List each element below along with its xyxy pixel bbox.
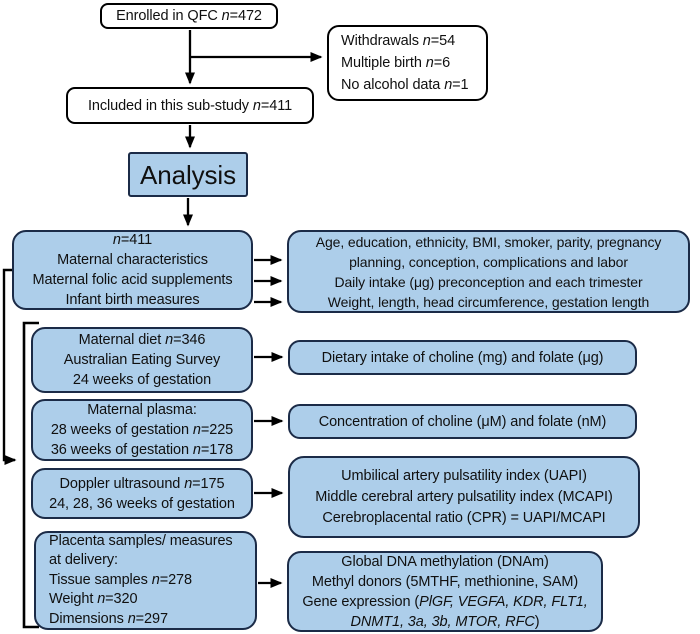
placenta-outcomes-box: Global DNA methylation (DNAm) Methyl dono… [287, 551, 603, 632]
box-text-line: planning, conception, complications and … [349, 253, 628, 270]
box-text-line: Multiple birth n=6 [341, 55, 451, 71]
box-text-line: Maternal characteristics [57, 252, 208, 268]
box-text-line: 36 weeks of gestation n=178 [50, 442, 234, 458]
box-text-line: Enrolled in QFC n=472 [116, 8, 262, 24]
box-text-line: Age, education, ethnicity, BMI, smoker, … [315, 233, 662, 250]
maternal-plasma-box: Maternal plasma: 28 weeks of gestation n=… [31, 399, 253, 461]
placenta-samples-box: Placenta samples/ measures at delivery: Ti… [34, 531, 257, 630]
box-text-line: Middle cerebral artery pulsatility index… [315, 488, 613, 505]
box-text-line: No alcohol data n=1 [341, 77, 469, 93]
box-text-line: 24 weeks of gestation [72, 372, 212, 388]
box-text-line: Cerebroplacental ratio (CPR) = UAPI/MCAP… [322, 509, 606, 526]
covariates-outcomes-box: Age, education, ethnicity, BMI, smoker, … [287, 230, 690, 313]
included-box: Included in this sub-study n=411 [66, 87, 314, 124]
analysis-box: Analysis [128, 152, 248, 197]
box-text-line: Maternal folic acid supplements [32, 272, 233, 288]
plasma-concentration-box: Concentration of choline (μM) and folate… [288, 404, 637, 439]
box-text-line: Weight, length, head circumference, gest… [327, 293, 650, 310]
box-text-line: Infant birth measures [65, 292, 200, 308]
doppler-ultrasound-box: Doppler ultrasound n=175 24, 28, 36 weeks… [31, 468, 253, 519]
doppler-indices-box: Umbilical artery pulsatility index (UAPI… [288, 456, 640, 538]
box-text-line: Doppler ultrasound n=175 [59, 475, 225, 492]
box-text-line: Maternal diet n=346 [78, 332, 206, 348]
box-text-line: Methyl donors (5MTHF, methionine, SAM) [311, 573, 579, 590]
box-text-line: Dimensions n=297 [49, 610, 168, 627]
box-text-line: 24, 28, 36 weeks of gestation [49, 495, 235, 512]
box-text-line: Included in this sub-study n=411 [87, 97, 293, 114]
box-text-line: Maternal plasma: [87, 402, 197, 418]
dietary-intake-box: Dietary intake of choline (mg) and folat… [288, 340, 637, 375]
box-text-line: Withdrawals n=54 [341, 33, 456, 49]
analysis-label: Analysis [139, 159, 236, 190]
box-text-line: n=411 [112, 232, 153, 248]
box-text-line: Concentration of choline (μM) and folate… [318, 413, 607, 430]
enrolled-box: Enrolled in QFC n=472 [100, 3, 278, 29]
box-text-line: DNMT1, 3a, 3b, MTOR, RFC) [350, 613, 540, 630]
box-text-line: Dietary intake of choline (mg) and folat… [321, 349, 604, 366]
box-text-line: Tissue samples n=278 [49, 571, 192, 588]
box-text-line: at delivery: [49, 552, 118, 569]
box-text-line: Daily intake (μg) preconception and each… [334, 273, 643, 290]
box-text-line: 28 weeks of gestation n=225 [50, 422, 234, 438]
box-text-line: Australian Eating Survey [63, 352, 221, 368]
box-text-line: Umbilical artery pulsatility index (UAPI… [341, 467, 587, 484]
box-text-line: Gene expression (PlGF, VEGFA, KDR, FLT1, [302, 593, 588, 610]
box-text-line: Placenta samples/ measures [49, 532, 233, 549]
box-text-line: Weight n=320 [49, 591, 138, 608]
box-text-line: Global DNA methylation (DNAm) [341, 553, 549, 570]
